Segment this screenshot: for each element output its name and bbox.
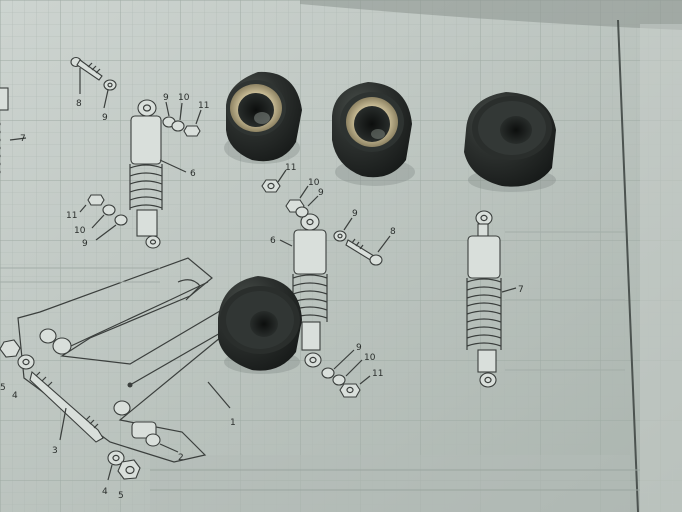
callout-9-center-bottom: 9	[356, 343, 362, 353]
callout-11-center-bottom: 11	[372, 369, 383, 379]
callout-2: 2	[178, 453, 184, 463]
callout-9-lower-left: 9	[82, 239, 88, 249]
callout-4-left: 4	[12, 391, 18, 401]
hardware-drawing-lower-left-shock	[79, 194, 128, 241]
callout-6-center: 6	[270, 236, 276, 246]
page-margin-line	[617, 19, 639, 512]
shock-absorber-drawing-center	[279, 213, 328, 368]
callout-9-upper-left: 9	[163, 93, 169, 103]
washer-drawing-9-top	[103, 79, 117, 91]
callout-1: 1	[230, 418, 236, 428]
bolt-drawing-8-center	[333, 217, 391, 266]
callout-11-center-top: 11	[285, 163, 296, 173]
callout-9-center-top: 9	[318, 188, 324, 198]
shock-absorber-drawing-left	[129, 99, 187, 249]
callout-7-right: 7	[518, 285, 524, 295]
callout-5-left: 5	[0, 383, 6, 393]
callout-9-center-right: 9	[352, 209, 358, 219]
callout-8-left: 8	[76, 99, 82, 109]
callout-9-top: 9	[102, 113, 108, 123]
bolt-drawing-8-left	[70, 56, 103, 94]
callout-8-center: 8	[390, 227, 396, 237]
faint-table-bottom	[150, 455, 640, 512]
hardware-drawing-center-bottom	[321, 349, 371, 398]
hardware-drawing-top-left-shock	[162, 101, 202, 137]
callout-10-center-bottom: 10	[364, 353, 376, 363]
callout-4-bottom: 4	[102, 487, 108, 497]
callout-10-lower-left: 10	[74, 226, 86, 236]
hardware-drawing-center-top	[261, 169, 319, 218]
callout-11-lower-left: 11	[66, 211, 77, 221]
rubber-bushing-3	[464, 92, 556, 192]
hardware-drawing-pivot-bottom	[107, 450, 141, 481]
callout-5-bottom: 5	[118, 491, 124, 501]
callout-7-left: 7	[20, 134, 26, 144]
rubber-bushing-4	[218, 276, 302, 374]
rubber-bushing-with-sleeve-2	[332, 82, 415, 186]
callout-3: 3	[52, 446, 58, 456]
swing-arm-drawing	[17, 257, 233, 463]
rubber-bushing-with-sleeve-1	[224, 71, 302, 164]
faint-table-right	[0, 231, 625, 371]
callout-6-left: 6	[190, 169, 196, 179]
shock-absorber-drawing-right	[466, 210, 517, 388]
callout-11-upper-left: 11	[198, 101, 209, 111]
left-edge-shock-drawing	[0, 87, 27, 174]
callout-10-upper-left: 10	[178, 93, 190, 103]
page-edge	[300, 0, 682, 30]
right-margin	[640, 24, 682, 512]
pivot-bolt-drawing-3	[29, 370, 104, 443]
callout-10-center-top: 10	[308, 178, 320, 188]
hardware-drawing-pivot-left	[0, 339, 35, 370]
